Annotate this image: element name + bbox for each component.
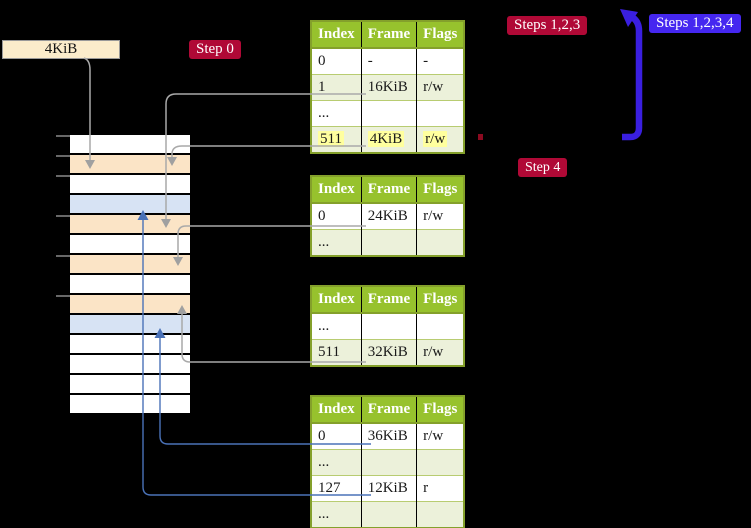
memory-row-6-page-table [70, 255, 190, 273]
table-cell: r/w [416, 126, 465, 153]
table-cell [416, 449, 465, 476]
table-cell [416, 229, 465, 256]
column-header-index: Index [311, 286, 362, 314]
table-row: 511 4KiB r/w [311, 126, 465, 153]
table-cell: - [416, 47, 465, 75]
table-cell [361, 501, 418, 528]
table-cell: 4KiB [361, 126, 418, 153]
recursive-entry-red-tick [478, 134, 483, 140]
table-cell [361, 449, 418, 476]
memory-row-3-mapped [70, 195, 190, 213]
table-cell [361, 229, 418, 256]
badge-step-0: Step 0 [189, 40, 241, 59]
table-row: ... [311, 312, 465, 340]
column-header-index: Index [311, 21, 362, 49]
memory-row-2-free [70, 175, 190, 193]
root-table-size-label: 4KiB [2, 40, 120, 59]
table-cell: ... [311, 100, 362, 127]
table-cell: 12KiB [361, 475, 418, 502]
memory-row-1-page-table [70, 155, 190, 173]
memory-row-9-mapped [70, 315, 190, 333]
column-header-flags: Flags [416, 396, 465, 424]
table-cell: 1 [311, 74, 362, 101]
table-cell [416, 312, 465, 340]
table-cell: r/w [416, 339, 465, 366]
memory-row-4-page-table [70, 215, 190, 233]
table-cell: 24KiB [361, 202, 418, 230]
table-cell [361, 100, 418, 127]
table-cell: 127 [311, 475, 362, 502]
column-header-frame: Frame [361, 21, 418, 49]
highlighted-value: 511 [318, 131, 344, 147]
memory-address-ticks [56, 135, 70, 297]
table-cell: 32KiB [361, 339, 418, 366]
table-cell: ... [311, 229, 362, 256]
memory-row-5-free [70, 235, 190, 253]
column-header-frame: Frame [361, 286, 418, 314]
badge-steps-1-2-3: Steps 1,2,3 [507, 16, 588, 35]
memory-row-8-page-table [70, 295, 190, 313]
table-cell: - [361, 47, 418, 75]
table-cell: 36KiB [361, 422, 418, 450]
column-header-index: Index [311, 176, 362, 204]
table-cell: r [416, 475, 465, 502]
table-cell: ... [311, 312, 362, 340]
column-header-index: Index [311, 396, 362, 424]
table-row: 0-- [311, 47, 465, 75]
badge-step-4: Step 4 [518, 158, 568, 177]
table-cell: 0 [311, 47, 362, 75]
table-cell: 0 [311, 202, 362, 230]
table-cell: 511 [311, 339, 362, 366]
table-row: ... [311, 100, 465, 127]
table-cell: ... [311, 501, 362, 528]
table-cell [416, 501, 465, 528]
memory-row-0-free [70, 135, 190, 153]
table-cell: 0 [311, 422, 362, 450]
column-header-frame: Frame [361, 176, 418, 204]
table-cell [416, 100, 465, 127]
highlighted-value: 4KiB [367, 131, 405, 147]
memory-row-12-free [70, 375, 190, 393]
physical-memory-column [70, 135, 190, 413]
table-cell: r/w [416, 74, 465, 101]
memory-row-10-free [70, 335, 190, 353]
recursive-loop-arrow [620, 9, 643, 141]
column-header-flags: Flags [416, 286, 465, 314]
table-row: ... [311, 229, 465, 256]
column-header-flags: Flags [416, 21, 465, 49]
memory-row-13-free [70, 395, 190, 413]
badge-steps-1-2-3-4: Steps 1,2,3,4 [649, 14, 741, 33]
table-cell: r/w [416, 202, 465, 230]
memory-row-7-free [70, 275, 190, 293]
table-cell [361, 312, 418, 340]
table-cell: 16KiB [361, 74, 418, 101]
table-cell: ... [311, 449, 362, 476]
column-header-frame: Frame [361, 396, 418, 424]
loop-arrowhead-icon [620, 9, 638, 27]
table-cell: 511 [311, 126, 362, 153]
memory-row-11-free [70, 355, 190, 373]
table-cell: r/w [416, 422, 465, 450]
table-row: ... [311, 501, 465, 528]
column-header-flags: Flags [416, 176, 465, 204]
highlighted-value: r/w [423, 131, 448, 147]
table-row: ... [311, 449, 465, 476]
